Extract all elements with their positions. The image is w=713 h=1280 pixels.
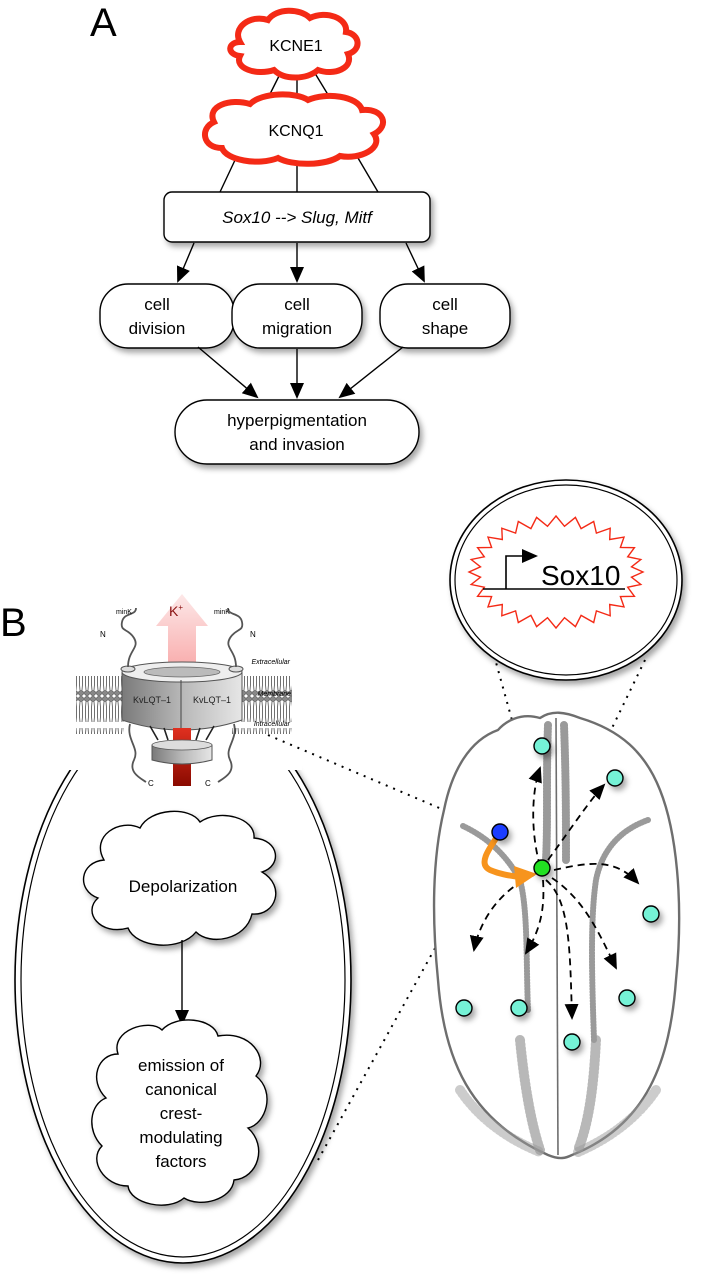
mink-label-right: minK xyxy=(214,609,230,616)
sox10-expression-starburst xyxy=(467,514,645,630)
cell-division-node xyxy=(99,283,235,349)
cell-division-label-2: division xyxy=(129,319,186,338)
lipid-bilayer-left xyxy=(76,676,124,734)
kcnq1-label: KCNQ1 xyxy=(268,123,323,140)
cell-migration-label-1: cell xyxy=(284,295,310,314)
sox10-regulation-label: Sox10 --> Slug, Mitf xyxy=(222,208,374,227)
emission-line-2: canonical xyxy=(145,1080,217,1099)
migrating-crest-cell-7 xyxy=(618,989,636,1007)
crest-migration-paths xyxy=(469,766,640,1020)
intracellular-label: Intracellular xyxy=(254,721,291,728)
process-outcome-arrows xyxy=(197,346,404,399)
migrating-crest-cell-2 xyxy=(606,769,624,787)
emission-line-4: modulating xyxy=(139,1128,222,1147)
panel-b-label: B xyxy=(0,601,27,645)
cell-division-label-1: cell xyxy=(144,295,170,314)
kcne1-node: KCNE1 xyxy=(227,7,361,81)
c-terminus-right: C xyxy=(205,779,211,788)
sox10-regulation-node xyxy=(163,191,431,243)
migrating-crest-cell-1 xyxy=(533,737,551,755)
neural-fold-stipple xyxy=(455,721,661,1157)
emission-label: emission of canonical crest- modulating … xyxy=(138,1056,224,1171)
sox10-gene-label: Sox10 xyxy=(541,560,620,591)
embryo xyxy=(432,711,681,1160)
sox10-process-arrows xyxy=(176,242,425,283)
emission-line-5: factors xyxy=(155,1152,206,1171)
emission-node xyxy=(91,1019,268,1206)
n-terminus-left: N xyxy=(100,630,106,639)
embryo-midline xyxy=(555,717,559,1156)
emission-line-3: crest- xyxy=(160,1104,203,1123)
kcnq1-node: KCNQ1 xyxy=(202,91,386,167)
pore-label-left: KvLQT–1 xyxy=(133,695,171,705)
mink-label-left: minK xyxy=(116,609,132,616)
panel-a-label: A xyxy=(90,1,117,45)
cell-migration-node xyxy=(231,283,363,349)
emission-line-1: emission of xyxy=(138,1056,224,1075)
migrating-crest-cell-4 xyxy=(455,999,473,1017)
hyperpigmentation-node xyxy=(174,399,420,465)
membrane-label: Membrane xyxy=(258,691,292,698)
potassium-ion-label: K+ xyxy=(169,603,183,619)
delamination-arrowhead xyxy=(514,866,537,888)
sox10-expressing-cell xyxy=(533,859,551,877)
cell-shape-node xyxy=(379,283,511,349)
depolarization-label: Depolarization xyxy=(129,877,238,896)
migrating-crest-cell-5 xyxy=(510,999,528,1017)
pore-label-right: KvLQT–1 xyxy=(193,695,231,705)
cell-shape-label-2: shape xyxy=(422,319,468,338)
cell-migration-label-2: migration xyxy=(262,319,332,338)
migrating-crest-cell-6 xyxy=(563,1033,581,1051)
n-terminus-right: N xyxy=(250,630,256,639)
extracellular-label: Extracellular xyxy=(251,659,290,666)
kcnq1-channel-illustration: KvLQT–1 KvLQT–1 K+ minK minK N N C C Ext… xyxy=(76,594,292,788)
outcome-label-2: and invasion xyxy=(249,435,344,454)
sox10-gene-diagram: Sox10 xyxy=(483,549,625,591)
depolarization-node xyxy=(82,810,277,946)
migrating-crest-cell-3 xyxy=(642,905,660,923)
outcome-label-1: hyperpigmentation xyxy=(227,411,367,430)
premigratory-crest-cell xyxy=(491,823,509,841)
kcne1-label: KCNE1 xyxy=(269,38,322,55)
c-terminus-left: C xyxy=(148,779,154,788)
cell-shape-label-1: cell xyxy=(432,295,458,314)
